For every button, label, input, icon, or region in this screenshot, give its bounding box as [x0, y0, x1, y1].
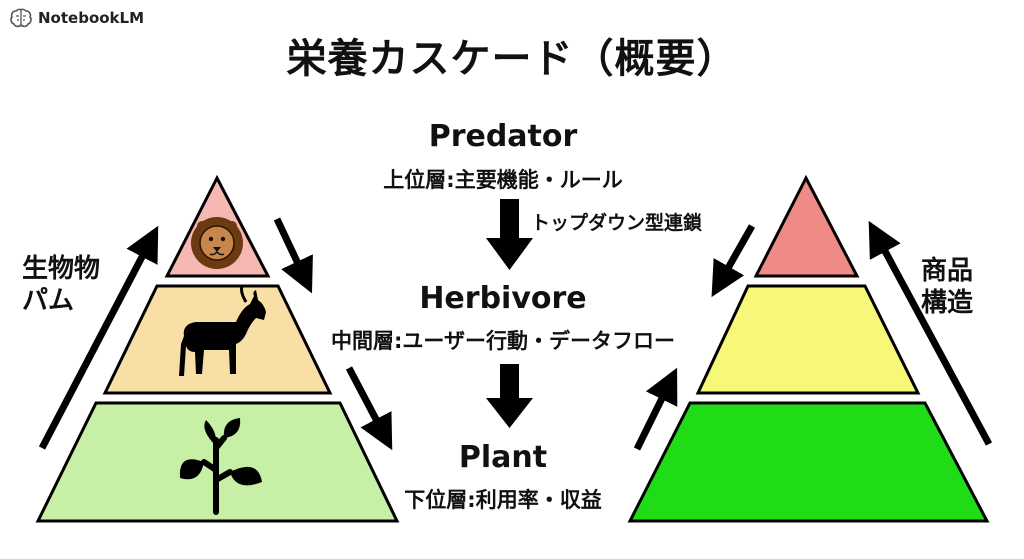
- right-up-arrow-outer: [868, 220, 993, 446]
- right-pyramid-middle-tier: [695, 284, 921, 395]
- level-predator-description: 上位層:主要機能・ルール: [383, 168, 623, 192]
- right-side-label: 商品 構造: [921, 255, 973, 319]
- level-plant-description: 下位層:利用率・収益: [404, 488, 602, 512]
- right-pyramid-top-tier: [753, 174, 860, 278]
- right-side-label-line2: 構造: [921, 288, 974, 318]
- brain-logo-icon: [10, 8, 32, 28]
- right-pyramid: [627, 174, 993, 523]
- lion-icon: [191, 217, 243, 269]
- level-predator-name: Predator: [428, 119, 578, 154]
- center-down-arrow-1: [486, 199, 533, 270]
- app-name: NotebookLM: [38, 9, 145, 27]
- cascade-label: トップダウン型連鎖: [531, 212, 703, 234]
- left-side-label: 生物物 パム: [22, 253, 100, 317]
- page-title: 栄養カスケード（概要）: [286, 36, 738, 82]
- right-side-label-line1: 商品: [921, 256, 974, 286]
- left-up-arrow: [38, 225, 159, 450]
- right-pyramid-bottom-tier: [627, 401, 990, 523]
- level-herbivore-description: 中間層:ユーザー行動・データフロー: [331, 329, 675, 353]
- level-plant-name: Plant: [458, 440, 548, 475]
- goat-icon: [179, 285, 266, 376]
- left-side-label-line1: 生物物: [22, 254, 101, 284]
- center-cascade-arrows: [486, 199, 533, 428]
- right-up-arrow-lower: [633, 367, 678, 451]
- right-down-arrow: [711, 224, 756, 298]
- left-side-label-line2: パム: [22, 286, 75, 316]
- left-pyramid: [35, 174, 400, 523]
- left-down-arrow-lower: [345, 366, 393, 451]
- center-down-arrow-2: [486, 364, 533, 428]
- level-herbivore-name: Herbivore: [419, 281, 587, 316]
- left-down-arrow-upper: [273, 217, 313, 294]
- app-brand: NotebookLM: [10, 8, 144, 28]
- plant-sprout-icon: [179, 418, 262, 515]
